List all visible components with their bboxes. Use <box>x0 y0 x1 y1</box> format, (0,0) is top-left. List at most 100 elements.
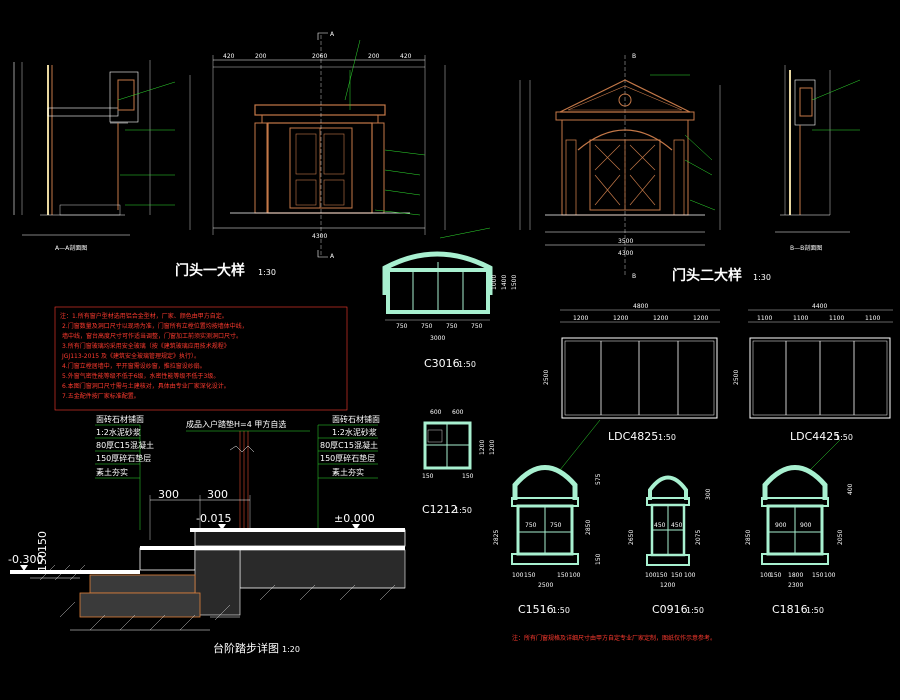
elev-mid: -0.015 <box>196 512 231 525</box>
note-line: 1.所有窗户型材选用铝合金型材，厂家、颜色由甲方自定。 <box>72 312 228 320</box>
dim: 100 <box>569 572 581 579</box>
dim-height: 2500 <box>543 370 550 385</box>
dim: 1200 <box>613 315 628 322</box>
c1816-scale: 1:50 <box>806 606 824 615</box>
note-line: JGJ113-2015 及《建筑安全玻璃管理规定》执行）。 <box>61 352 200 360</box>
dim: 750 <box>421 323 433 330</box>
dim: 100 <box>824 572 836 579</box>
dim: 1500 <box>511 275 518 290</box>
dim: 150 <box>770 572 782 579</box>
step-title: 台阶踏步详图 <box>213 641 279 655</box>
dim: 150 <box>595 553 602 565</box>
c0916-title: C0916 <box>652 603 688 616</box>
section-b-b: B—B剖面图 <box>775 65 861 252</box>
dim: 150 <box>812 572 824 579</box>
door2-scale: 1:30 <box>753 273 771 282</box>
door1-top-dims: 420 200 2060 200 420 4300 <box>223 53 412 240</box>
note-line: 4.门窗立樘居墙中，平开窗需设纱窗，推拉窗设纱扇。 <box>62 362 206 370</box>
layer-label: 80厚C15混凝土 <box>320 440 378 450</box>
dim: 1000 <box>491 275 498 290</box>
dim: 150 <box>524 572 536 579</box>
dim: 100 <box>512 572 524 579</box>
dim: 2850 <box>585 520 592 535</box>
dim-height: 2500 <box>733 370 740 385</box>
note-line: 5.外窗气密性能等级不低于6级，水密性能等级不低于3级。 <box>62 372 219 380</box>
window-c3016: 750 750 750 750 3000 1000 1400 1500 C301… <box>382 227 518 370</box>
window-c1212: 600 600 1200 1200 150 150 C1212 1:50 <box>422 409 496 516</box>
dim: 1100 <box>865 315 880 322</box>
elev-right: ±0.000 <box>334 512 375 525</box>
layer-label: 150厚碎石垫层 <box>320 453 375 463</box>
dim: 2075 <box>695 530 702 545</box>
dim: 1200 <box>653 315 668 322</box>
door1-scale: 1:30 <box>258 268 276 277</box>
dim: 750 <box>550 522 562 529</box>
ldc4825-title: LDC4825 <box>608 430 658 443</box>
dim-300b: 300 <box>207 488 228 501</box>
layer-label: 素土夯实 <box>96 467 128 477</box>
dim: 750 <box>525 522 537 529</box>
note-line: 墙中线，窗台高度尺寸可作适当调整，门窗加工前须实测洞口尺寸。 <box>62 332 242 340</box>
c1816-title: C1816 <box>772 603 808 616</box>
ldc4425-scale: 1:50 <box>835 433 853 442</box>
c1212-scale: 1:50 <box>454 506 472 515</box>
door2-bottom-dim: 4300 <box>618 250 633 257</box>
dim-total: 3000 <box>430 335 445 342</box>
note-line: 2.门窗数量及洞口尺寸以现场为准，门窗所有立樘位置均按墙体中线， <box>62 322 248 330</box>
dim: 2850 <box>745 530 752 545</box>
door1-title: 门头一大样 <box>175 262 245 279</box>
door2-title: 门头二大样 <box>672 267 742 284</box>
dim-total: 4400 <box>812 303 827 310</box>
layer-label: 素土夯实 <box>332 467 364 477</box>
layer-label: 面砖石材铺面 <box>96 414 144 424</box>
c0916-scale: 1:50 <box>686 606 704 615</box>
dim: 1800 <box>788 572 803 579</box>
note-line: 6.本图门窗洞口尺寸需与土建核对，具体由专业厂家深化设计。 <box>62 382 230 390</box>
dim: 150 <box>671 572 683 579</box>
window-ldc4825: 4800 1200 1200 1200 1200 2500 LDC4825 1:… <box>543 303 720 443</box>
window-c1816: 900 900 100 150 1800 150 100 2300 2850 2… <box>745 439 854 616</box>
c1212-title: C1212 <box>422 503 458 516</box>
layer-label: 150厚碎石垫层 <box>96 453 151 463</box>
dim: 1100 <box>757 315 772 322</box>
note-line: 3.所有门窗玻璃均采用安全玻璃（按《建筑玻璃应用技术规程》 <box>62 342 230 350</box>
dim: 1200 <box>573 315 588 322</box>
ldc4425-title: LDC4425 <box>790 430 840 443</box>
c3016-scale: 1:50 <box>458 360 476 369</box>
marker-a-bottom: A <box>330 253 335 260</box>
dim-total: 2500 <box>538 582 553 589</box>
section-a-label: A—A剖面图 <box>55 244 87 252</box>
dim: 2050 <box>837 530 844 545</box>
window-ldc4425: 4400 1100 1100 1100 1100 2500 LDC4425 1:… <box>733 303 893 443</box>
dim: 100 <box>645 572 657 579</box>
dim-300a: 300 <box>158 488 179 501</box>
dim: 420 <box>223 53 235 60</box>
mat-label: 成品入户踏垫H=4 甲方自选 <box>186 419 286 429</box>
layer-label: 80厚C15混凝土 <box>96 440 154 450</box>
dim: 100 <box>760 572 772 579</box>
dim: 1400 <box>501 275 508 290</box>
dim: 900 <box>775 522 787 529</box>
ldc4825-scale: 1:50 <box>658 433 676 442</box>
dim: 750 <box>446 323 458 330</box>
dim: 150 <box>462 473 474 480</box>
c1516-scale: 1:50 <box>552 606 570 615</box>
dim: 1200 <box>489 440 496 455</box>
dim-total: 2300 <box>788 582 803 589</box>
dim-total: 1200 <box>660 582 675 589</box>
dim: 400 <box>847 483 854 495</box>
dim: 150 <box>557 572 569 579</box>
notes-heading: 注： <box>60 312 72 320</box>
dim: 575 <box>595 473 602 485</box>
dim: 200 <box>368 53 380 60</box>
dim: 750 <box>396 323 408 330</box>
dim-total: 4300 <box>312 233 327 240</box>
dim: 300 <box>705 488 712 500</box>
step-detail: 面砖石材铺面 1:2水泥砂浆 80厚C15混凝土 150厚碎石垫层 素土夯实 面… <box>8 414 406 655</box>
dim: 200 <box>255 53 267 60</box>
footnote: 注：所有门窗规格及详细尺寸由甲方自定专业厂家定制，图纸仅作示意参考。 <box>512 634 716 642</box>
section-a-a: A—A剖面图 <box>13 60 176 252</box>
dim: 450 <box>671 522 683 529</box>
note-line: 7.五金配件按厂家标准配置。 <box>62 392 140 400</box>
